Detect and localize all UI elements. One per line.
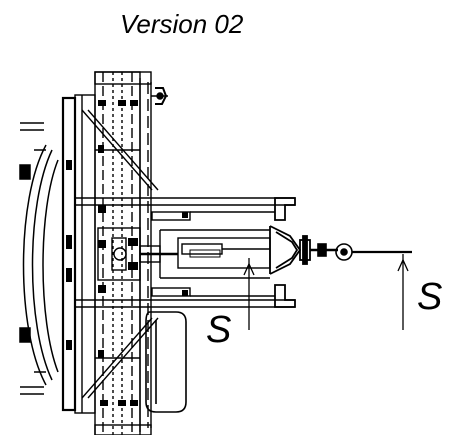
section-arrows bbox=[243, 254, 409, 330]
figure-title: Version 02 bbox=[120, 9, 244, 39]
mechanical-assembly bbox=[19, 71, 412, 435]
frame-bolts bbox=[66, 100, 188, 406]
vertical-frame bbox=[61, 71, 152, 435]
chevron-clamp bbox=[269, 225, 311, 275]
lower-cushion bbox=[145, 311, 187, 413]
eyelet-connector bbox=[310, 243, 412, 261]
top-hook bbox=[151, 87, 168, 105]
curved-hoops bbox=[19, 122, 59, 395]
diagonal-bracing bbox=[81, 109, 159, 399]
arm-end-brackets bbox=[274, 197, 296, 308]
section-label-outer: S bbox=[417, 276, 442, 318]
section-label-inner: S bbox=[206, 309, 231, 351]
center-mechanism bbox=[97, 227, 178, 281]
horizontal-rails bbox=[75, 197, 295, 308]
